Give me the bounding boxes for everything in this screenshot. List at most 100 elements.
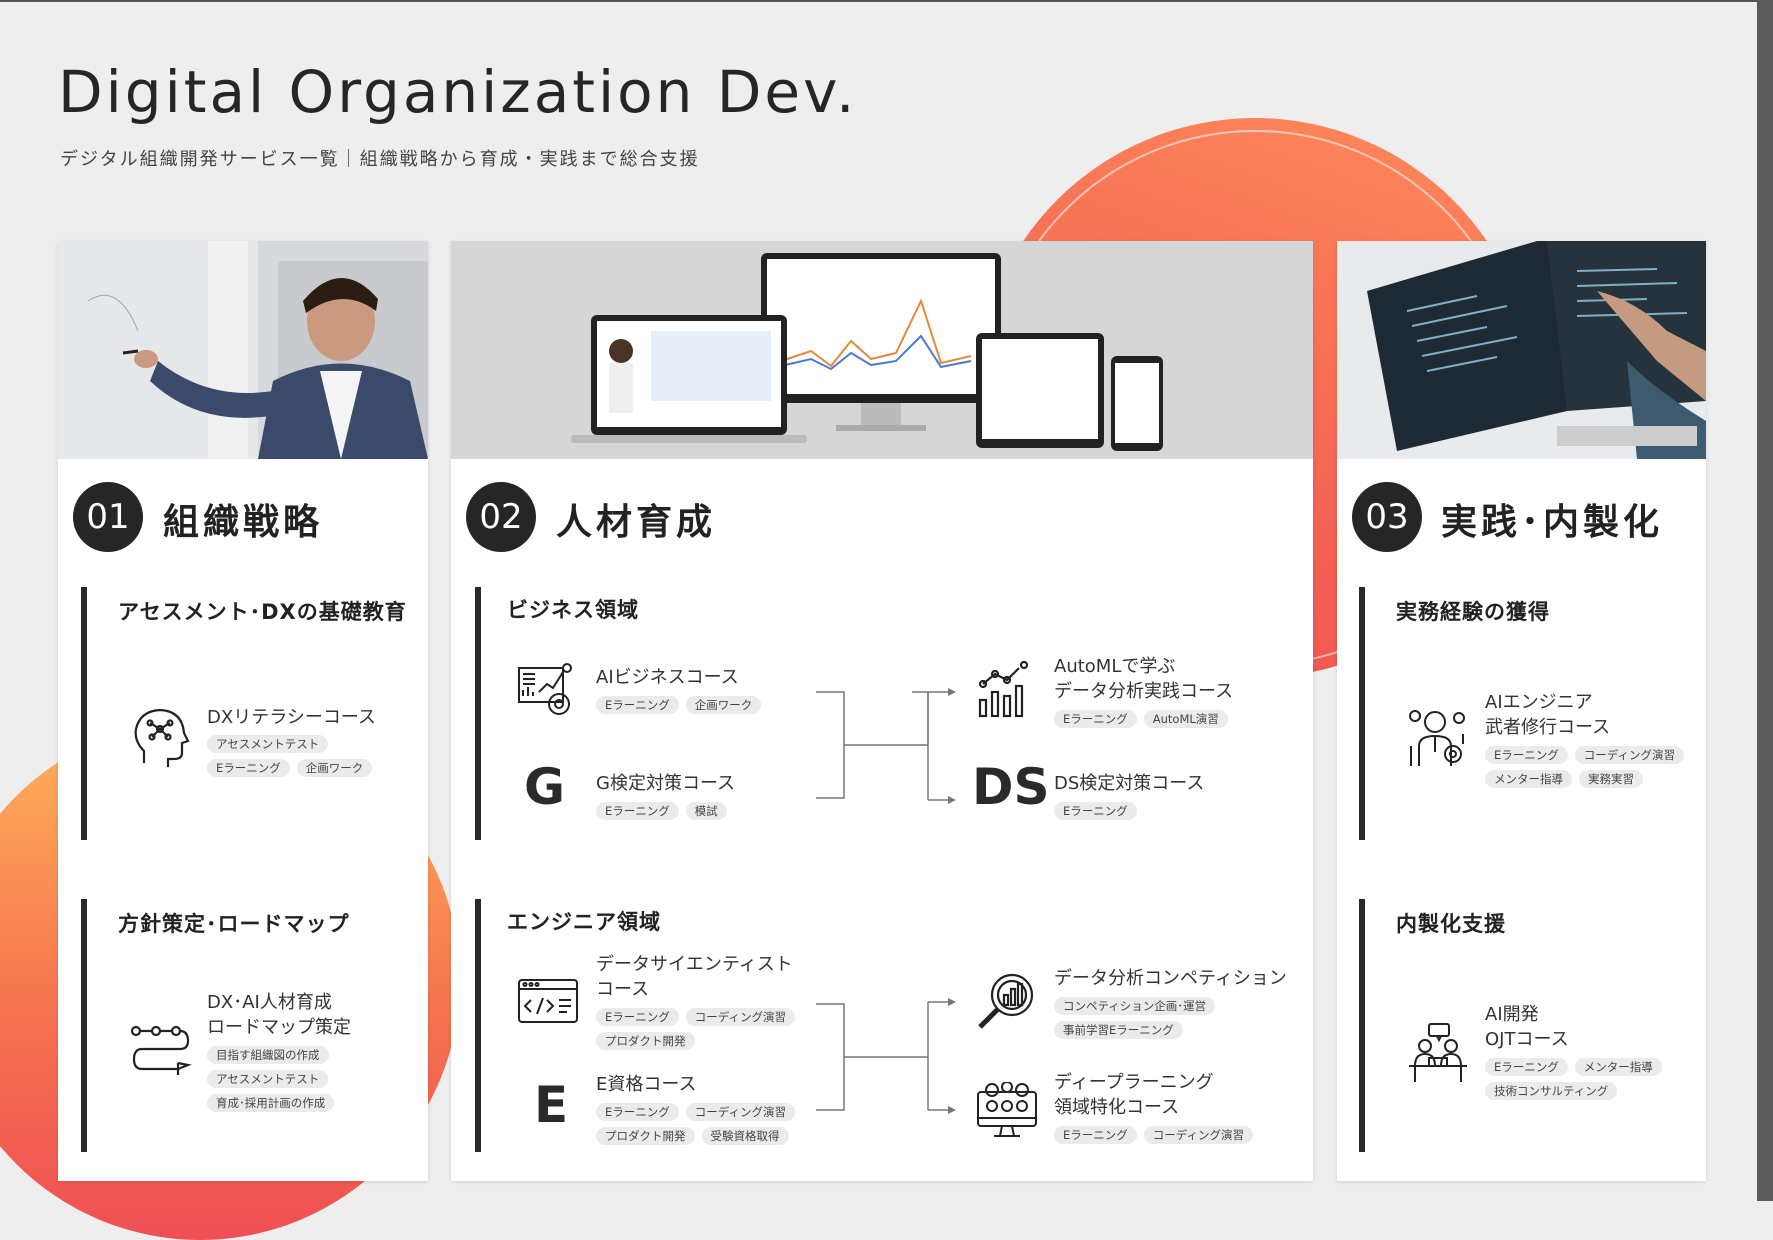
tag: アセスメントテスト xyxy=(207,735,329,753)
course-name: DXリテラシーコース xyxy=(207,707,376,728)
tag: コーディング演習 xyxy=(685,1103,795,1121)
tag: 技術コンサルティング xyxy=(1485,1082,1618,1100)
tag: Eラーニング xyxy=(207,759,290,777)
section-title-strategy: 組織戦略 xyxy=(163,502,324,543)
group-heading-experience: 実務経験の獲得 xyxy=(1396,600,1550,624)
tag-list: Eラーニング 模試 xyxy=(596,802,796,820)
course-name-line: AI開発 xyxy=(1485,1004,1539,1025)
section-title-practice: 実践･内製化 xyxy=(1441,502,1664,543)
section-number-01: 01 xyxy=(73,482,143,552)
group-heading-insourcing: 内製化支援 xyxy=(1396,912,1506,936)
course-name: データ分析コンペティション xyxy=(1054,968,1287,989)
tag-list: Eラーニング AutoML演習 xyxy=(1054,710,1274,728)
tag: コーディング演習 xyxy=(1143,1126,1253,1144)
group-heading-assessment: アセスメント･DXの基礎教育 xyxy=(118,600,407,624)
tag: コンペティション企画･運営 xyxy=(1054,997,1216,1015)
course-flow-connector xyxy=(816,1003,928,1111)
tag: Eラーニング xyxy=(596,696,679,714)
section-number-03: 03 xyxy=(1352,482,1422,552)
tag: 模試 xyxy=(685,802,727,820)
letter-e-icon: E xyxy=(534,1076,569,1134)
course-name-line: AIエンジニア xyxy=(1485,692,1593,713)
course-name-line: 領域特化コース xyxy=(1054,1097,1180,1118)
tag-list: Eラーニング コーディング演習 メンター指導 実務実習 xyxy=(1485,746,1695,788)
course-name-line: AutoMLで学ぶ xyxy=(1054,656,1176,677)
devices-photo xyxy=(451,241,1313,459)
tag: Eラーニング xyxy=(1054,710,1137,728)
letter-g-icon: G xyxy=(524,758,566,816)
group-divider xyxy=(81,899,87,1152)
tag-list: Eラーニング 企画ワーク xyxy=(596,696,796,714)
tag: メンター指導 xyxy=(1574,1058,1662,1076)
page-title: Digital Organization Dev. xyxy=(58,58,858,126)
tag-list: コンペティション企画･運営 事前学習Eラーニング xyxy=(1054,997,1254,1039)
course-name-line: DX･AI人材育成 xyxy=(207,992,332,1013)
tag: アセスメントテスト xyxy=(207,1070,329,1088)
tag-list: Eラーニング xyxy=(1054,802,1254,820)
magnifier-chart-icon xyxy=(976,971,1036,1035)
tag: 育成･採用計画の作成 xyxy=(207,1094,335,1112)
flow-arrows xyxy=(927,688,956,804)
ai-chart-gear-icon xyxy=(517,660,579,722)
group-heading-business: ビジネス領域 xyxy=(507,598,639,622)
flow-arrows xyxy=(927,998,956,1114)
tag: コーディング演習 xyxy=(1574,746,1684,764)
tag: 企画ワーク xyxy=(685,696,762,714)
course-name-line: コース xyxy=(596,979,650,1000)
course-name-line: 武者修行コース xyxy=(1485,717,1611,738)
bar-chart-icon xyxy=(976,660,1034,722)
mentor-desk-icon xyxy=(1407,1022,1469,1088)
course-name-line: データサイエンティスト xyxy=(596,954,793,975)
tag-list: Eラーニング コーディング演習 プロダクト開発 受験資格取得 xyxy=(596,1103,806,1145)
section-panel-practice xyxy=(1337,241,1706,1181)
code-window-icon xyxy=(517,978,579,1028)
tag: 実務実習 xyxy=(1579,770,1643,788)
page-subtitle: デジタル組織開発サービス一覧｜組織戦略から育成・実践まで総合支援 xyxy=(60,149,700,170)
tag: Eラーニング xyxy=(596,802,679,820)
course-name-line: ロードマップ策定 xyxy=(207,1017,351,1038)
right-scroll-edge xyxy=(1757,0,1773,1201)
course-name: DS検定対策コース xyxy=(1054,773,1205,794)
tag: AutoML演習 xyxy=(1143,710,1228,728)
course-name-line: ディープラーニング xyxy=(1054,1072,1214,1093)
section-number-02: 02 xyxy=(466,482,536,552)
course-name: E資格コース xyxy=(596,1074,697,1095)
tag: コーディング演習 xyxy=(685,1008,795,1026)
group-divider xyxy=(81,587,87,840)
course-name: AIビジネスコース xyxy=(596,667,739,688)
letter-ds-icon: DS xyxy=(972,758,1050,816)
course-name-line: データ分析実践コース xyxy=(1054,681,1234,702)
tag: 事前学習Eラーニング xyxy=(1054,1021,1183,1039)
tag: 企画ワーク xyxy=(296,759,373,777)
tag: プロダクト開発 xyxy=(596,1032,695,1050)
tag-list: Eラーニング コーディング演習 プロダクト開発 xyxy=(596,1008,806,1050)
tag: 目指す組織図の作成 xyxy=(207,1046,329,1064)
tag: Eラーニング xyxy=(1485,746,1568,764)
tag-list: 目指す組織図の作成 アセスメントテスト 育成･採用計画の作成 xyxy=(207,1046,367,1112)
top-border xyxy=(0,0,1773,2)
course-name: G検定対策コース xyxy=(596,773,736,794)
section-panel-strategy xyxy=(58,241,428,1181)
tag-list: Eラーニング コーディング演習 xyxy=(1054,1126,1274,1144)
section-title-training: 人材育成 xyxy=(556,502,717,543)
tag: Eラーニング xyxy=(596,1008,679,1026)
tag: Eラーニング xyxy=(1054,802,1137,820)
engineer-gears-icon xyxy=(1407,706,1469,772)
tag: プロダクト開発 xyxy=(596,1127,695,1145)
group-divider xyxy=(475,587,481,840)
roadmap-icon xyxy=(130,1025,192,1081)
tag: メンター指導 xyxy=(1485,770,1572,788)
presenter-photo xyxy=(58,241,428,459)
tag: Eラーニング xyxy=(596,1103,679,1121)
tag-list: Eラーニング メンター指導 技術コンサルティング xyxy=(1485,1058,1685,1100)
group-divider xyxy=(1359,587,1365,840)
brain-head-icon xyxy=(130,705,190,773)
tag-list: アセスメントテスト Eラーニング 企画ワーク xyxy=(207,735,387,777)
group-divider xyxy=(1359,899,1365,1152)
group-heading-engineer: エンジニア領域 xyxy=(507,910,661,934)
monitor-network-icon xyxy=(976,1081,1038,1144)
course-flow-connector xyxy=(816,691,929,799)
tag: 受験資格取得 xyxy=(701,1127,789,1145)
tag: Eラーニング xyxy=(1054,1126,1137,1144)
tag: Eラーニング xyxy=(1485,1058,1568,1076)
